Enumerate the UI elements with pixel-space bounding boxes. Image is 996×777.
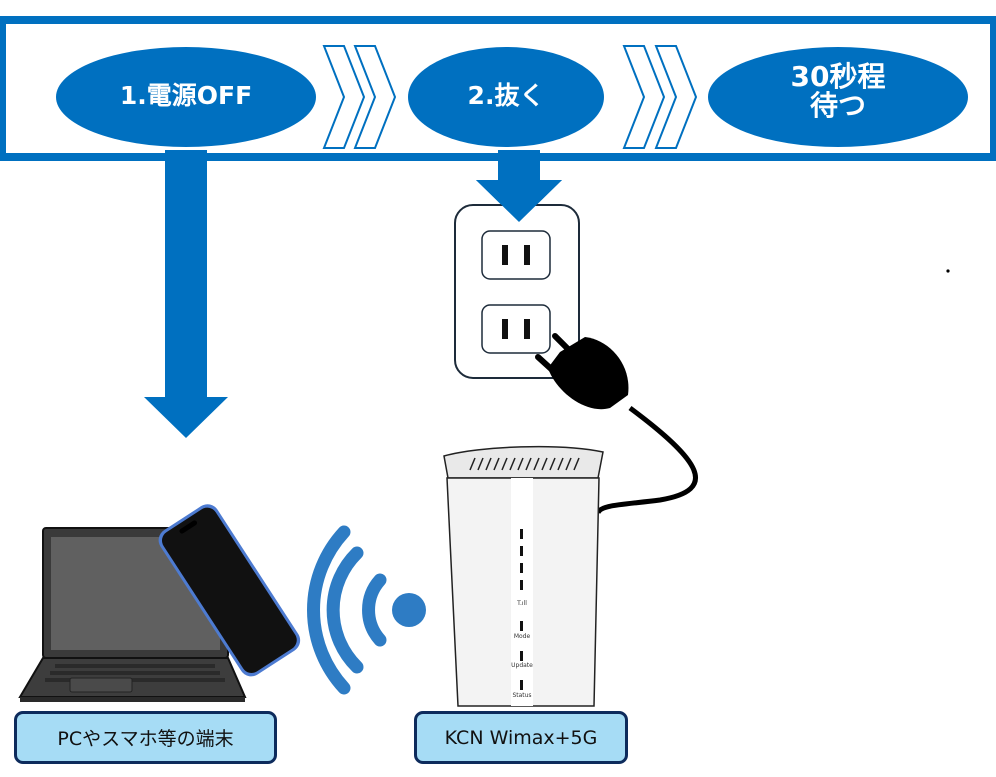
step-3-label-line1: 30秒程 xyxy=(790,60,886,93)
step-1-ellipse xyxy=(56,47,316,147)
chevron-double-right-icon xyxy=(622,45,698,149)
router-device-label: KCN Wimax+5G xyxy=(414,711,628,764)
plug-icon xyxy=(535,333,698,515)
step-3-ellipse xyxy=(708,47,968,147)
step-2-ellipse xyxy=(408,47,604,147)
led-label-signal: T.ıll xyxy=(517,600,527,607)
led-label-update: Update xyxy=(511,662,533,669)
step-3-label-line2: 待つ xyxy=(809,89,866,123)
step-1-label: 1.電源OFF xyxy=(119,81,253,110)
led-label-mode: Mode xyxy=(513,633,531,640)
down-arrow-icon xyxy=(144,150,228,438)
smartphone-icon xyxy=(158,504,301,677)
step-2-label: 2.抜く xyxy=(467,81,545,110)
router-icon xyxy=(443,445,604,707)
step-3-label: 30秒程 待つ xyxy=(758,62,918,121)
stray-dot xyxy=(946,269,950,273)
led-label-status: Status xyxy=(512,692,532,699)
wifi-signal-icon xyxy=(307,525,426,695)
client-device-label: PCやスマホ等の端末 xyxy=(14,711,277,764)
chevron-double-right-icon xyxy=(322,45,397,149)
